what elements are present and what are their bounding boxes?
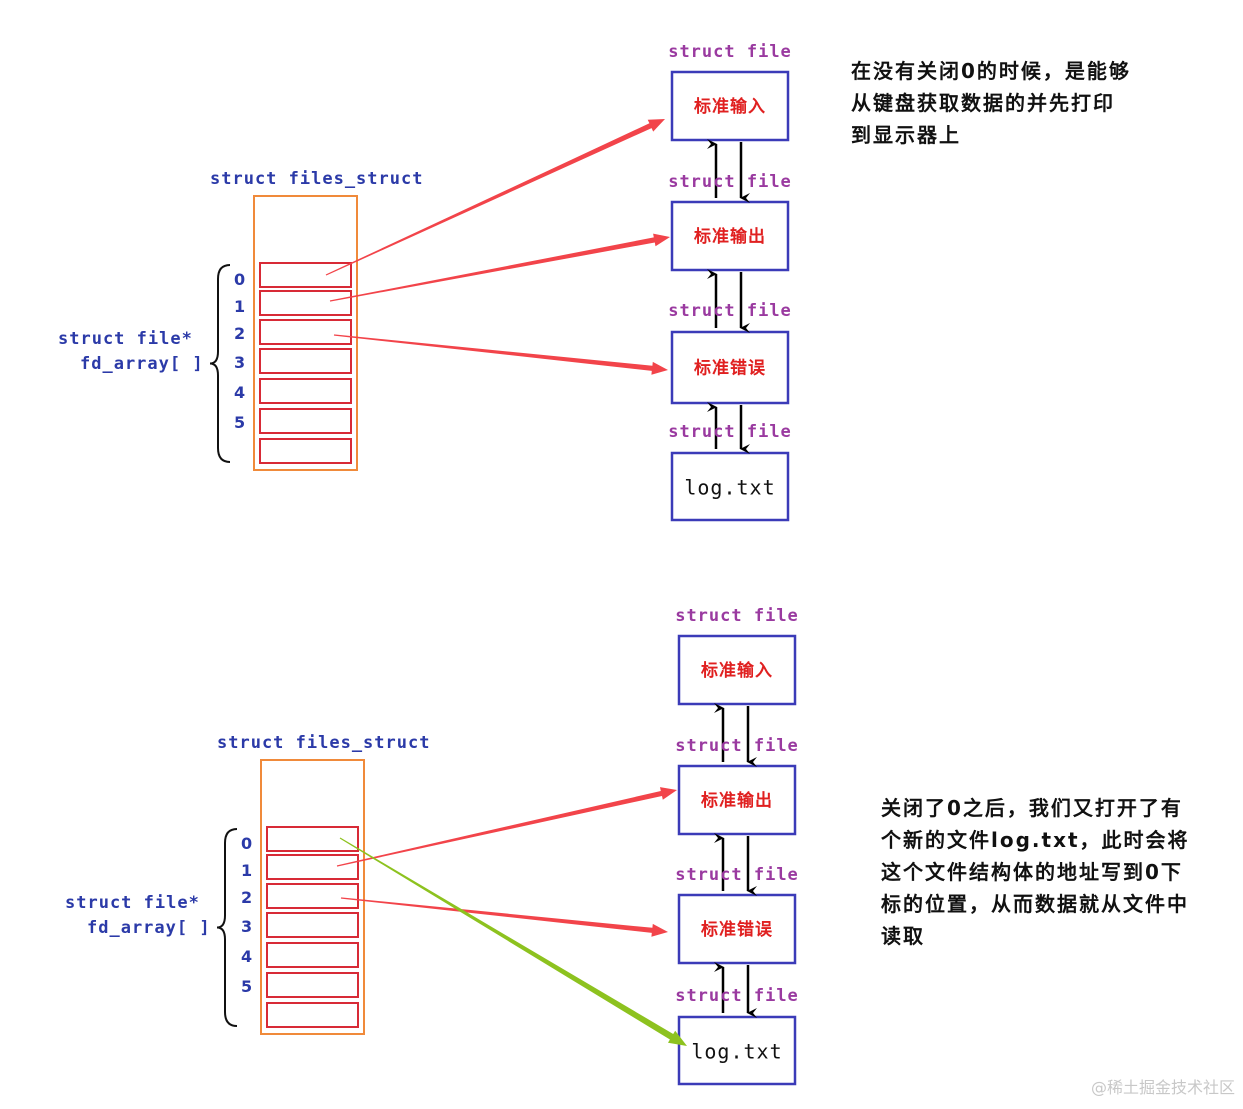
fd-index-label: 0 bbox=[234, 270, 245, 289]
fd-slot bbox=[259, 408, 352, 434]
explanation-note-after-close: 关闭了0之后，我们又打开了有 个新的文件log.txt，此时会将 这个文件结构体… bbox=[881, 792, 1190, 952]
fd-slot bbox=[259, 262, 352, 288]
fd-slot bbox=[259, 319, 352, 345]
struct-file-label: struct file bbox=[675, 986, 799, 1006]
file-node-box bbox=[670, 70, 790, 142]
note-line: 个新的文件log.txt，此时会将 bbox=[881, 828, 1190, 852]
fd-array-type-label: struct file* bbox=[65, 893, 200, 913]
explanation-note-before-close: 在没有关闭0的时候，是能够 从键盘获取数据的并先打印 到显示器上 bbox=[851, 55, 1131, 151]
struct-file-label: struct file bbox=[675, 606, 799, 626]
fd-slot bbox=[266, 972, 359, 998]
std-stream-node-name: 标准输入 bbox=[701, 660, 773, 681]
fd-index-label: 0 bbox=[241, 834, 252, 853]
fd-index-label: 5 bbox=[241, 977, 252, 996]
std-stream-node-name: 标准错误 bbox=[701, 919, 773, 940]
fd-array-name-label: fd_array[ ] bbox=[87, 918, 211, 938]
fd-index-label: 3 bbox=[234, 353, 245, 372]
note-line: 标的位置，从而数据就从文件中 bbox=[881, 892, 1189, 916]
fd-index-label: 2 bbox=[241, 888, 252, 907]
fd-pointer-arrow bbox=[336, 787, 677, 867]
watermark: @稀土掘金技术社区 bbox=[1090, 1078, 1235, 1097]
log-txt-node-name: log.txt bbox=[691, 1040, 782, 1064]
fd-slot bbox=[266, 942, 359, 968]
files-struct-table bbox=[260, 759, 365, 1035]
struct-file-label: struct file bbox=[668, 301, 792, 321]
files-struct-table bbox=[253, 195, 358, 471]
fd-index-label: 1 bbox=[241, 861, 252, 880]
file-node-box bbox=[677, 634, 797, 706]
files-struct-label: struct files_struct bbox=[210, 169, 423, 189]
file-node-box bbox=[670, 330, 790, 405]
fd-index-label: 5 bbox=[234, 413, 245, 432]
note-line: 从键盘获取数据的并先打印 bbox=[851, 91, 1115, 115]
fd-slot bbox=[259, 378, 352, 404]
note-line: 到显示器上 bbox=[851, 123, 961, 147]
fd-index-label: 3 bbox=[241, 917, 252, 936]
fd-array-brace bbox=[209, 264, 231, 463]
fd-slot bbox=[266, 883, 359, 909]
struct-file-label: struct file bbox=[675, 736, 799, 756]
std-stream-node-name: 标准错误 bbox=[694, 358, 766, 379]
fd-array-name-label: fd_array[ ] bbox=[80, 354, 204, 374]
fd-index-label: 2 bbox=[234, 324, 245, 343]
fd-array-brace bbox=[216, 828, 238, 1027]
fd-slot bbox=[266, 912, 359, 938]
fd-index-label: 1 bbox=[234, 297, 245, 316]
note-line: 读取 bbox=[881, 924, 925, 948]
struct-file-label: struct file bbox=[675, 865, 799, 885]
file-node-box bbox=[670, 200, 790, 272]
file-node-box bbox=[677, 1015, 797, 1086]
fd-slot bbox=[266, 854, 359, 880]
fd-index-label: 4 bbox=[234, 383, 245, 402]
fd-index-label: 4 bbox=[241, 947, 252, 966]
fd-slot bbox=[259, 348, 352, 374]
struct-file-label: struct file bbox=[668, 422, 792, 442]
struct-file-label: struct file bbox=[668, 42, 792, 62]
fd-slot bbox=[259, 438, 352, 464]
struct-file-label: struct file bbox=[668, 172, 792, 192]
fd-pointer-arrow bbox=[340, 897, 668, 937]
note-line: 在没有关闭0的时候，是能够 bbox=[851, 59, 1131, 83]
file-node-box bbox=[670, 451, 790, 522]
fd-pointer-arrow bbox=[329, 233, 670, 302]
note-line: 关闭了0之后，我们又打开了有 bbox=[881, 796, 1183, 820]
note-line: 这个文件结构体的地址写到0下 bbox=[881, 860, 1183, 884]
std-stream-node-name: 标准输出 bbox=[694, 226, 766, 247]
fd-slot bbox=[266, 826, 359, 852]
fd-slot bbox=[259, 290, 352, 316]
file-node-box bbox=[677, 893, 797, 965]
fd-array-type-label: struct file* bbox=[58, 329, 193, 349]
fd0-to-log-txt-arrow bbox=[339, 837, 687, 1046]
log-txt-node-name: log.txt bbox=[684, 476, 775, 500]
std-stream-node-name: 标准输出 bbox=[701, 790, 773, 811]
files-struct-label: struct files_struct bbox=[217, 733, 430, 753]
file-node-box bbox=[677, 764, 797, 836]
std-stream-node-name: 标准输入 bbox=[694, 96, 766, 117]
fd-pointer-arrow bbox=[325, 119, 665, 276]
fd-pointer-arrow bbox=[333, 334, 668, 375]
fd-slot bbox=[266, 1002, 359, 1028]
